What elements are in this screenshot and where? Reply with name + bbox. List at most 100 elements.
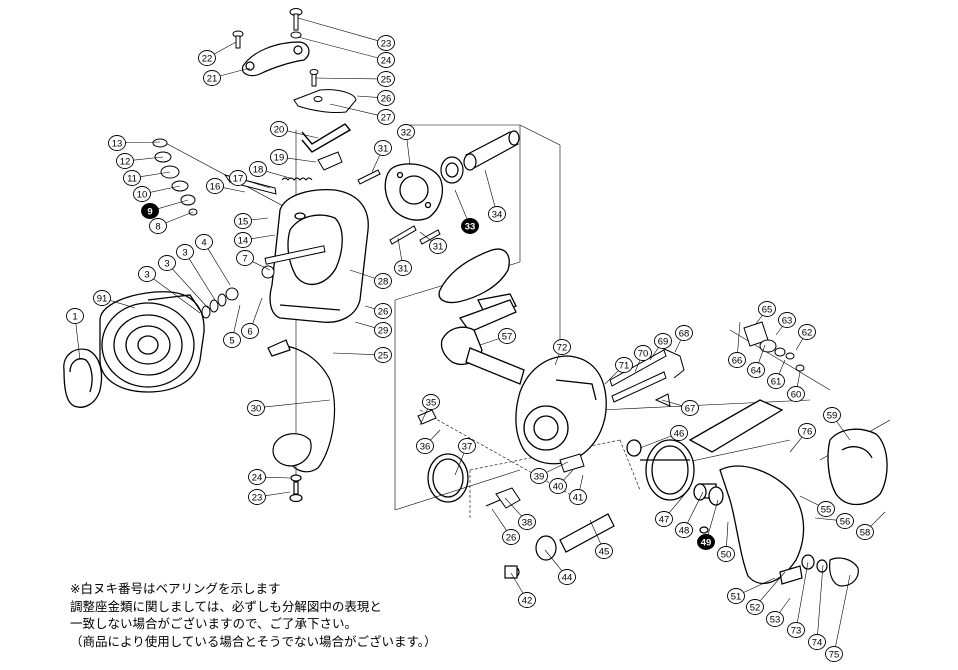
part-callout-31: 31 <box>374 140 392 156</box>
part-callout-19: 19 <box>270 149 288 165</box>
part-callout-66: 66 <box>728 352 746 368</box>
one-way-clutch <box>384 163 443 221</box>
part-callout-70: 70 <box>634 345 652 361</box>
part-callout-26: 26 <box>374 303 392 319</box>
part-callout-8: 8 <box>149 218 167 234</box>
part-callout-42: 42 <box>518 592 536 608</box>
part-number-label: 72 <box>557 342 568 353</box>
part-number-label: 46 <box>674 428 685 439</box>
callout-leader-39 <box>546 461 569 473</box>
part-number-label: 36 <box>420 441 431 452</box>
part-callout-13: 13 <box>108 135 126 151</box>
side-cover <box>827 428 888 506</box>
handle <box>438 248 525 385</box>
part-callout-30: 30 <box>247 400 265 416</box>
part-callout-73: 73 <box>787 622 805 638</box>
part-number-label: 48 <box>679 525 690 536</box>
part-number-label: 64 <box>751 365 762 376</box>
part-callout-3: 3 <box>176 244 194 260</box>
part-number-label: 53 <box>770 614 781 625</box>
part-callout-32: 32 <box>397 124 415 140</box>
callout-leader-25 <box>332 352 376 355</box>
bearing <box>440 156 464 184</box>
callout-leader-3 <box>172 268 209 309</box>
callout-leader-11 <box>139 171 171 178</box>
callout-leader-1 <box>75 323 81 361</box>
callout-leader-46 <box>639 435 672 449</box>
part-callout-58: 58 <box>856 524 874 540</box>
part-callout-60: 60 <box>787 386 805 402</box>
part-callout-38: 38 <box>518 514 536 530</box>
main-shaft-gear <box>504 513 615 579</box>
callout-leader-26 <box>356 95 379 98</box>
callout-leader-29 <box>354 321 376 329</box>
callout-leader-53 <box>779 597 791 613</box>
note-disclaimer: 一致しない場合がございますので、ご了承下さい。 <box>70 616 358 631</box>
part-number-label: 69 <box>658 336 669 347</box>
callout-leader-72 <box>554 354 560 366</box>
notes-block: ※白ヌキ番号はベアリングを示します 調整座金類に関しましては、必ずしも分解図中の… <box>70 580 437 650</box>
part-callout-27: 27 <box>377 109 395 125</box>
callout-leader-71 <box>604 370 619 385</box>
drag-knob <box>63 348 103 408</box>
part-callout-91: 91 <box>93 290 111 306</box>
callout-leader-44 <box>544 549 563 571</box>
stopper-parts <box>609 321 805 407</box>
part-callout-22: 22 <box>198 50 216 66</box>
part-number-label: 76 <box>802 426 813 437</box>
part-callout-3: 3 <box>138 266 156 282</box>
part-number-label: 29 <box>378 325 389 336</box>
callout-leader-70 <box>634 360 641 373</box>
part-callout-48: 48 <box>675 522 693 538</box>
part-number-label: 56 <box>840 516 851 527</box>
callout-leader-3 <box>153 278 201 314</box>
callout-leader-57 <box>479 338 500 346</box>
part-number-label: 7 <box>242 253 247 264</box>
callout-leader-21 <box>219 67 251 77</box>
part-number-label: 30 <box>251 403 262 414</box>
part-number-label: 45 <box>599 546 610 557</box>
part-number-label: 23 <box>381 38 392 49</box>
part-callout-39: 39 <box>530 468 548 484</box>
part-callout-69: 69 <box>654 333 672 349</box>
part-callout-17: 17 <box>229 170 247 186</box>
part-callout-44: 44 <box>558 569 576 585</box>
part-callout-25: 25 <box>374 347 392 363</box>
part-number-label: 31 <box>433 241 444 252</box>
part-number-label: 5 <box>229 335 234 346</box>
part-number-label: 65 <box>762 304 773 315</box>
callout-leader-50 <box>726 521 729 547</box>
callout-leader-30 <box>263 399 331 408</box>
callout-leader-42 <box>510 572 524 594</box>
note-washer: 調整座金類に関しましては、必ずしも分解図中の表現と <box>70 598 382 614</box>
part-number-label: 75 <box>829 649 840 660</box>
callout-leader-61 <box>778 359 786 374</box>
bail-screw-top <box>289 8 303 39</box>
part-number-label: 62 <box>802 327 813 338</box>
part-number-label: 59 <box>827 410 838 421</box>
callout-leader-5 <box>233 304 241 333</box>
part-callout-52: 52 <box>746 599 764 615</box>
part-callout-37: 37 <box>458 438 476 454</box>
part-number-label: 61 <box>771 376 782 387</box>
part-number-label: 27 <box>381 112 392 123</box>
part-callout-40: 40 <box>549 478 567 494</box>
part-number-label: 13 <box>112 138 123 149</box>
part-number-label: 23 <box>252 492 263 503</box>
assembly-guide-lines <box>159 124 891 520</box>
callout-leader-76 <box>789 437 803 453</box>
callout-leader-23 <box>297 17 379 42</box>
callout-leader-17 <box>245 180 271 189</box>
spool <box>99 291 205 393</box>
part-number-label: 8 <box>155 221 160 232</box>
part-number-label: 44 <box>562 572 573 583</box>
callout-leader-13 <box>124 141 161 144</box>
part-number-label: 1 <box>72 311 77 322</box>
part-callout-6: 6 <box>241 323 259 339</box>
callout-leader-47 <box>668 487 691 514</box>
callout-leader-15 <box>250 217 269 221</box>
callout-leader-91 <box>109 300 136 309</box>
part-number-label: 41 <box>573 492 584 503</box>
part-callout-16: 16 <box>206 178 224 194</box>
callout-leader-24 <box>264 476 291 479</box>
